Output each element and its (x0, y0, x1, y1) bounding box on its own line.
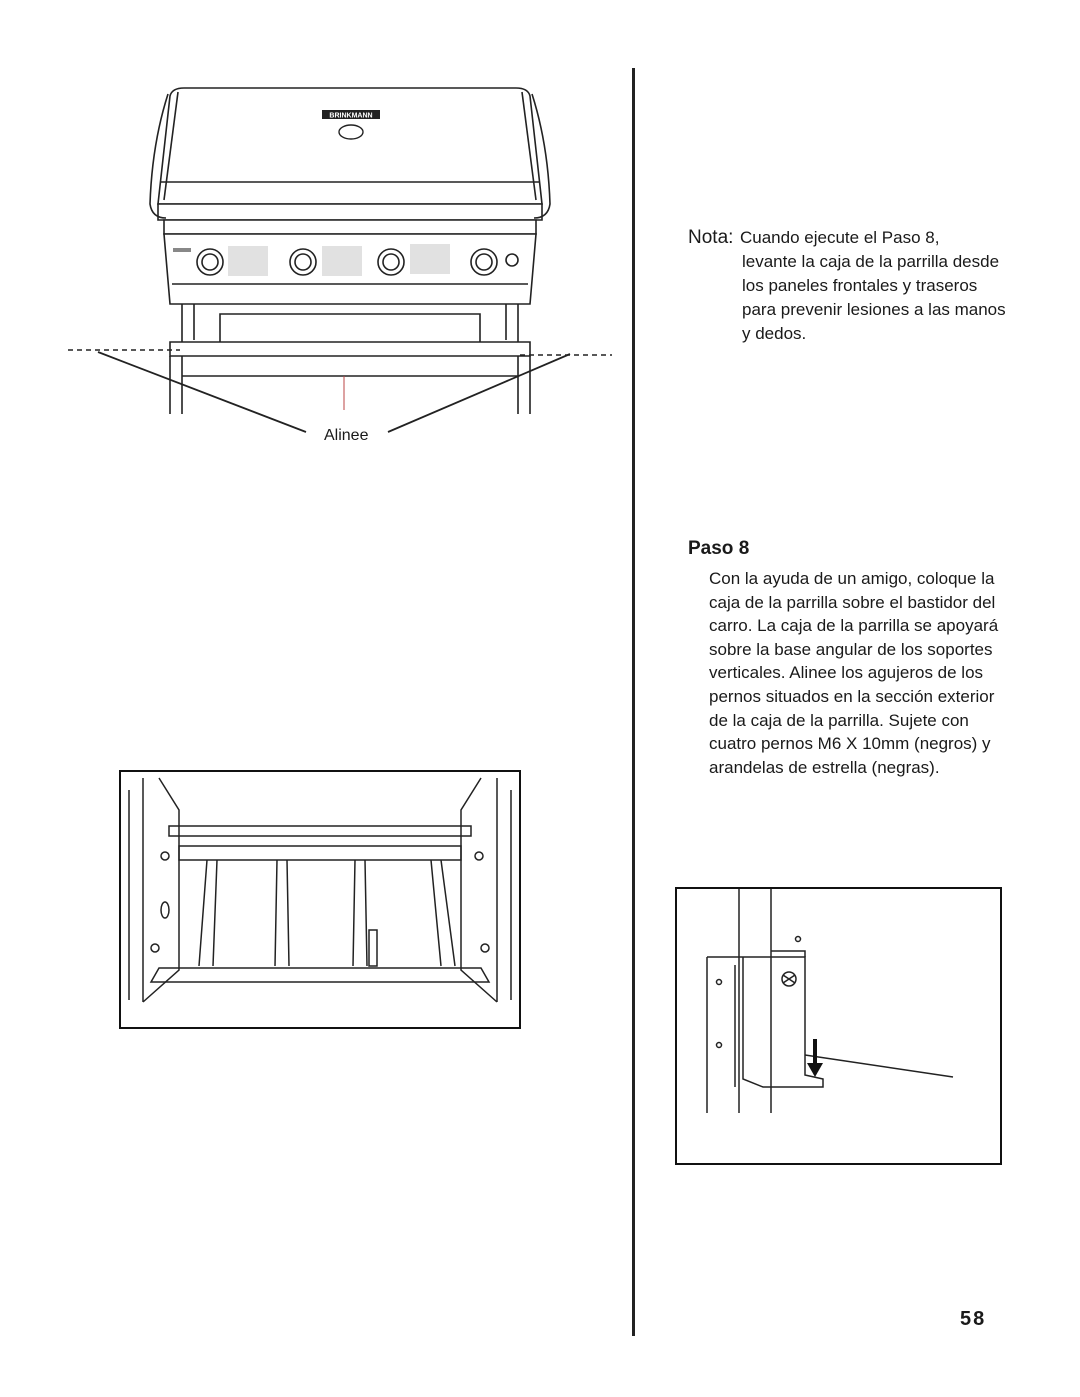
grill-alignment-illustration: BRINKMANN (68, 87, 612, 433)
page-number: 58 (960, 1308, 987, 1330)
brand-plate (322, 110, 380, 119)
firebox-burners-illustration (119, 770, 521, 1029)
note-label: Nota: (688, 227, 734, 248)
note-text: levante la caja de la parrilla desde los… (742, 252, 1006, 343)
note-text-first-line: Cuando ejecute el Paso 8, (740, 228, 940, 247)
alinee-callout-label: Alinee (324, 427, 369, 444)
bracket-detail-illustration (675, 887, 1002, 1165)
step-body: Con la ayuda de un amigo, coloque la caj… (709, 569, 999, 777)
step-title: Paso 8 (688, 538, 750, 559)
brand-plate-text: BRINKMANN (329, 113, 372, 120)
column-divider (632, 68, 635, 1336)
